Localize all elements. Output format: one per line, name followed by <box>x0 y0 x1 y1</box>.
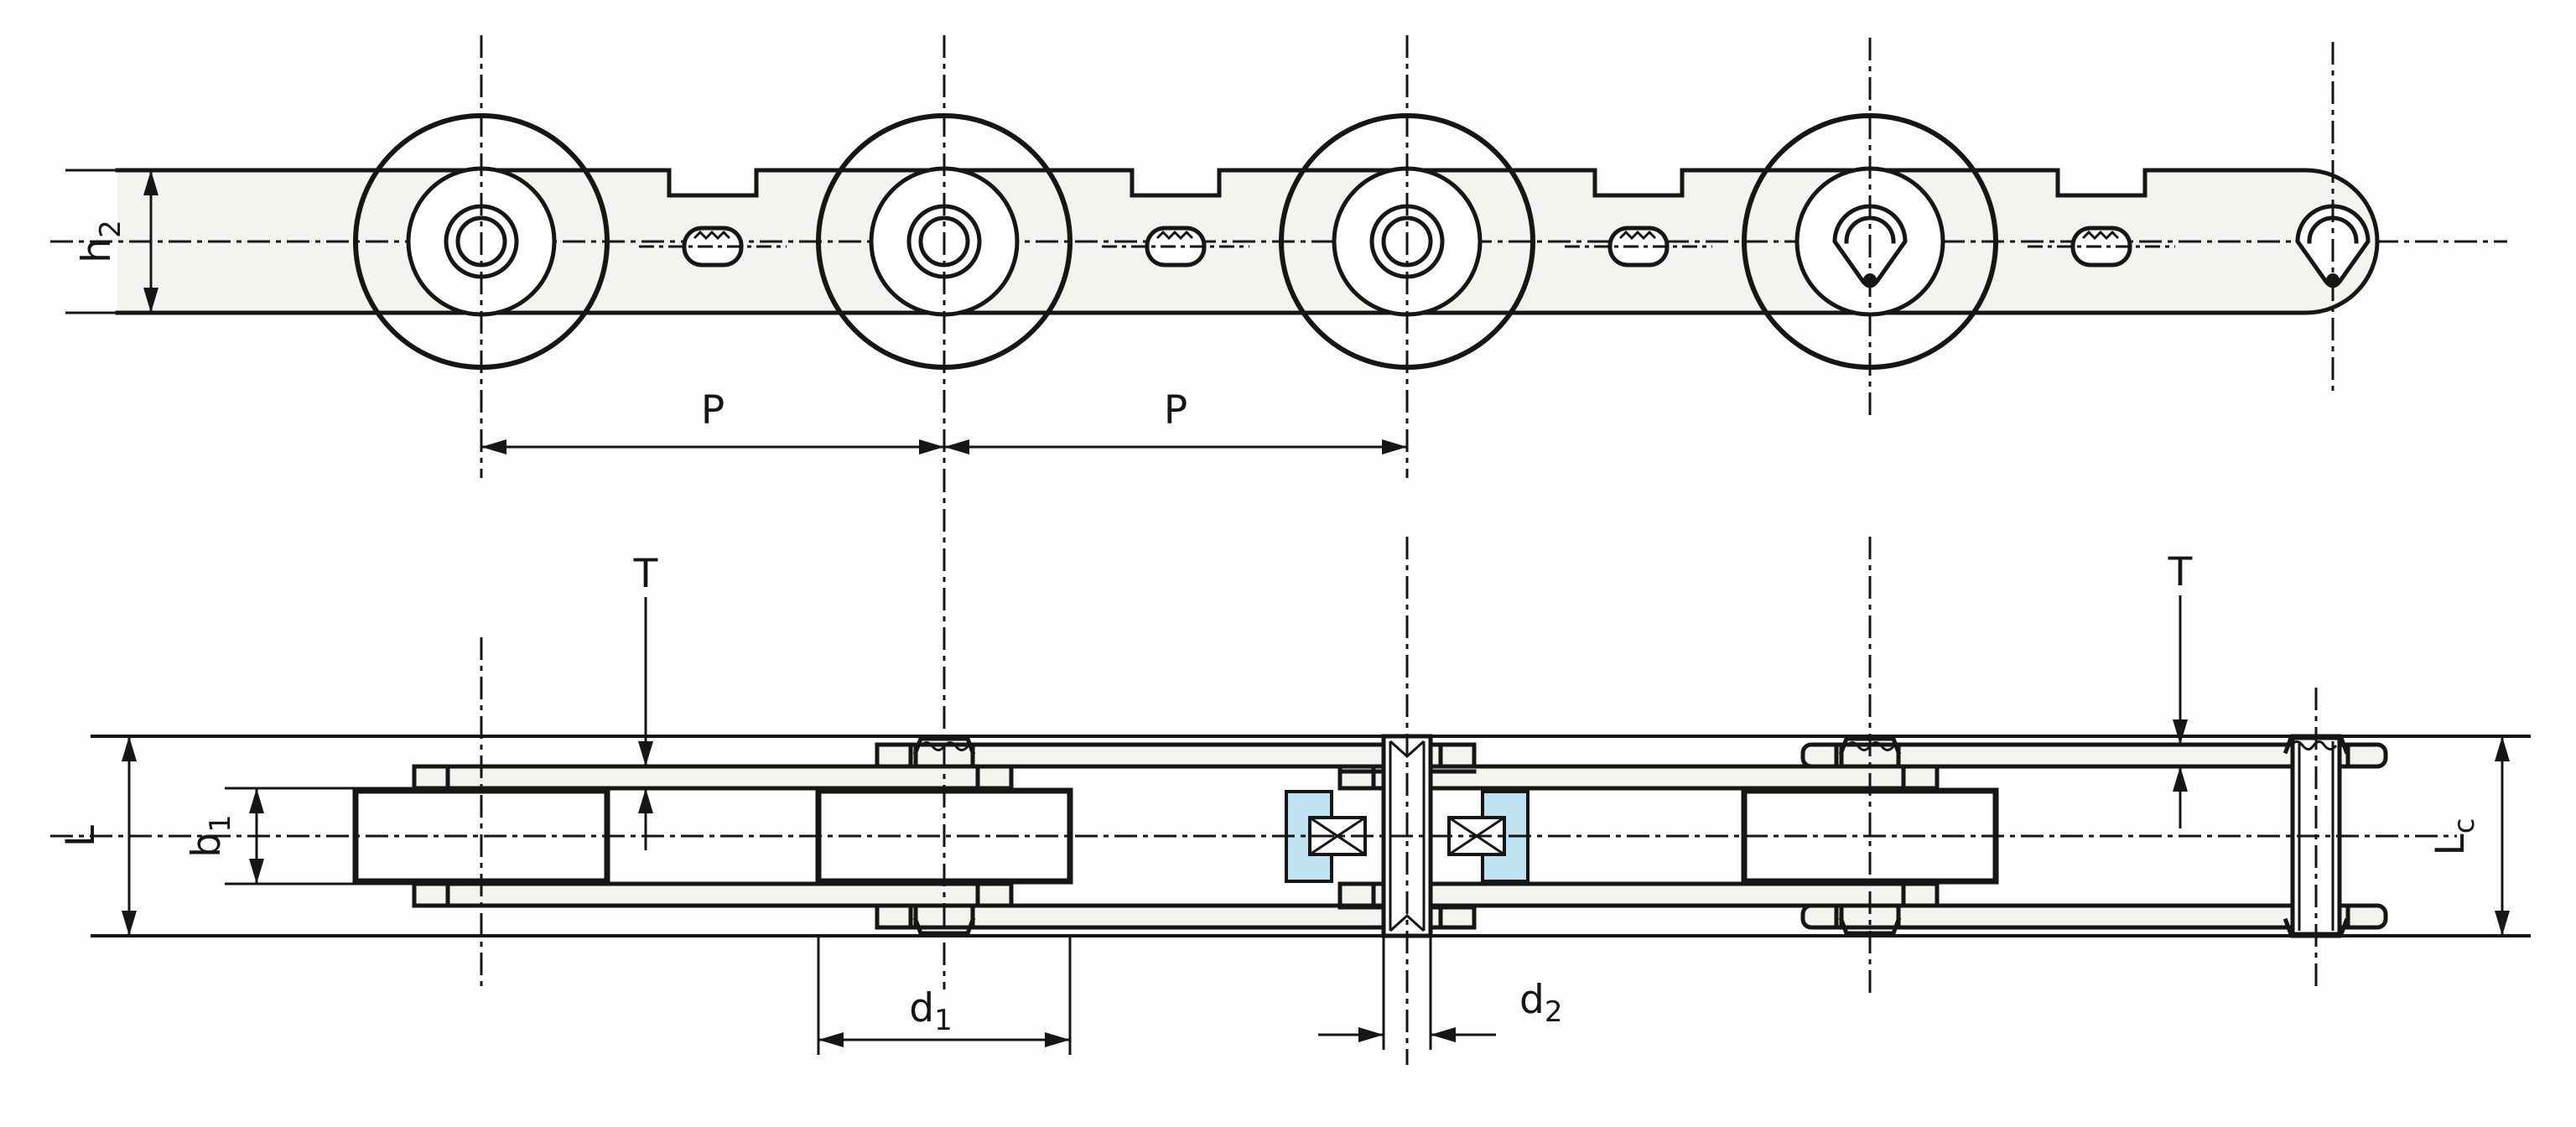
side-plate-outline <box>115 168 2380 315</box>
inner-link-1-plates <box>412 764 1014 908</box>
side-view: h2 P P <box>50 35 2507 478</box>
dim-d2: d2 <box>1318 936 1562 1050</box>
L-label: L <box>58 825 104 847</box>
outer-link-2-plates <box>1800 742 2388 930</box>
dim-t-right: T <box>2168 549 2193 828</box>
dim-lc: Lc <box>2428 736 2510 936</box>
dim-h2: h2 <box>74 170 158 313</box>
inner-link-2-plates <box>1337 764 1940 908</box>
mid-pin-3 <box>1565 226 1712 267</box>
d2-label: d2 <box>1519 977 1562 1029</box>
p2-label: P <box>1164 387 1187 434</box>
plan-view: L b1 T T <box>50 470 2531 1065</box>
dim-b1: b1 <box>184 787 414 886</box>
p1-label: P <box>701 387 724 434</box>
lc-label: Lc <box>2428 818 2481 856</box>
mid-pin-2 <box>1102 226 1249 267</box>
dim-d1: d1 <box>817 937 1072 1055</box>
t-left-label: T <box>633 551 658 597</box>
dim-p2: P <box>944 387 1407 454</box>
b1-label: b1 <box>184 814 237 857</box>
dim-L: L <box>58 736 137 936</box>
h2-label: h2 <box>74 220 127 262</box>
dim-p1: P <box>481 387 944 454</box>
d1-label: d1 <box>909 985 952 1037</box>
dim-t-left: T <box>633 551 658 850</box>
t-right-label: T <box>2168 549 2193 595</box>
mid-pin-1 <box>639 226 787 267</box>
mid-pin-4 <box>2028 226 2175 267</box>
